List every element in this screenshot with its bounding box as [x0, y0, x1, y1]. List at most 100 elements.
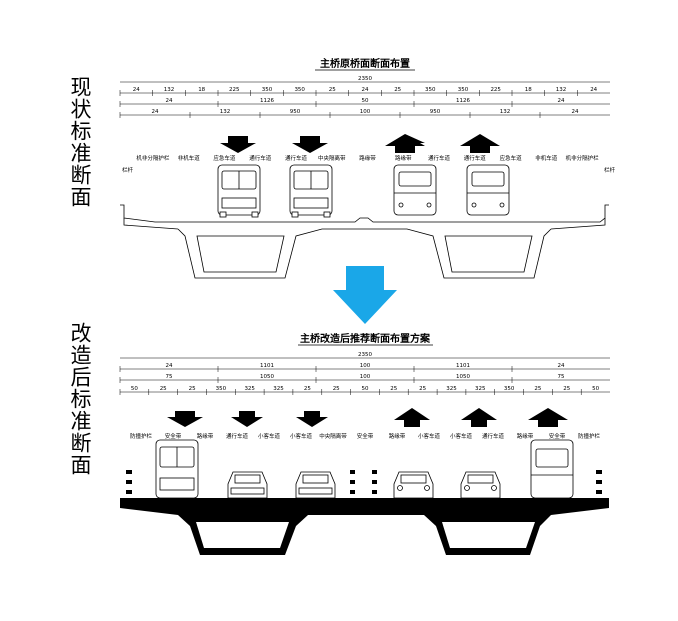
dimension-value: 24 — [572, 109, 579, 115]
bottom-direction-arrows — [167, 408, 568, 427]
lane-label: 通行车道 — [428, 154, 451, 162]
lane-label: 防撞护栏 — [578, 432, 601, 440]
top-bridge-deck — [120, 204, 609, 279]
dimension-value: 25 — [419, 386, 426, 392]
dimension-value: 1101 — [260, 363, 274, 369]
dimension-value: 18 — [198, 87, 205, 93]
dimension-value: 25 — [329, 87, 336, 93]
bus-icon — [217, 164, 261, 218]
dimension-value: 100 — [360, 374, 371, 380]
lane-label: 中央隔离带 — [319, 432, 347, 440]
lane-label: 机非分隔护栏 — [136, 154, 170, 162]
dimension-value: 325 — [273, 386, 284, 392]
dimension-value: 1050 — [456, 374, 470, 380]
dimension-value: 350 — [262, 87, 273, 93]
car-icon — [295, 471, 336, 499]
dimension-value: 25 — [160, 386, 167, 392]
arrow-down-1 — [220, 136, 256, 153]
lane-label: 小客车道 — [290, 432, 313, 440]
bottom-dim-total: 2350 — [358, 352, 372, 358]
dimension-value: 24 — [166, 363, 173, 369]
bottom-bridge-deck — [120, 498, 609, 555]
lane-label: 路缘带 — [359, 154, 376, 162]
dimension-value: 24 — [133, 87, 140, 93]
bottom-title: 主桥改造后推荐断面布置方案 — [300, 332, 431, 345]
lane-label: 安全带 — [165, 432, 182, 440]
dimension-value: 225 — [490, 87, 501, 93]
dimension-value: 950 — [430, 109, 441, 115]
dimension-value: 325 — [244, 386, 255, 392]
car-rear-icon — [393, 471, 434, 499]
side-label-modified: 改造后标准断面 — [68, 322, 92, 476]
bus-rear-icon — [530, 439, 574, 499]
transition-arrow — [333, 266, 397, 324]
dimension-value: 1126 — [456, 98, 470, 104]
dimension-value: 25 — [189, 386, 196, 392]
lane-label: 路缘带 — [197, 432, 214, 440]
dimension-value: 350 — [425, 87, 436, 93]
dimension-value: 1050 — [260, 374, 274, 380]
dimension-value: 24 — [166, 98, 173, 104]
dimension-value: 25 — [563, 386, 570, 392]
bottom-lane-labels: 防撞护栏安全带路缘带通行车道小客车道小客车道中央隔离带安全带路缘带小客车道小客车… — [130, 432, 601, 440]
lane-label: 小客车道 — [258, 432, 281, 440]
dimension-value: 24 — [558, 98, 565, 104]
bottom-section: 主桥改造后推荐断面布置方案 2350 24 1101 100 1101 24 75 105… — [119, 332, 610, 555]
railing-label: 栏杆 — [604, 166, 616, 174]
dimension-value: 132 — [556, 87, 567, 93]
lane-label: 路缘带 — [395, 154, 412, 162]
car-icon — [227, 471, 268, 499]
lane-label: 路缘带 — [389, 432, 406, 440]
lane-label: 中央隔离带 — [318, 154, 346, 162]
dimension-value: 50 — [362, 386, 369, 392]
lane-label: 通行车道 — [482, 432, 505, 440]
dimension-value: 100 — [360, 363, 371, 369]
bus-rear-icon — [393, 164, 437, 216]
dimension-value: 132 — [220, 109, 231, 115]
top-vehicles — [217, 164, 510, 218]
lane-label: 防撞护栏 — [130, 432, 153, 440]
dimension-value: 25 — [333, 386, 340, 392]
arrow-up-2 — [461, 408, 497, 427]
top-direction-arrows — [220, 134, 500, 153]
lane-label: 小客车道 — [418, 432, 441, 440]
dimension-value: 1126 — [260, 98, 274, 104]
dimension-value: 25 — [304, 386, 311, 392]
lane-label: 应急车道 — [213, 154, 236, 162]
top-title: 主桥原桥面断面布置 — [320, 57, 410, 70]
arrow-down-3 — [296, 411, 328, 427]
arrow-down-1 — [167, 411, 203, 427]
side-label-current: 现状标准断面 — [68, 76, 92, 208]
bottom-dims-row1: 24 1101 100 1101 24 — [119, 363, 565, 372]
dimension-value: 25 — [534, 386, 541, 392]
dimension-value: 24 — [590, 87, 597, 93]
dimension-value: 75 — [558, 374, 565, 380]
lane-label: 通行车道 — [464, 154, 487, 162]
lane-label: 机非分隔护栏 — [566, 154, 600, 162]
bus-rear-icon — [466, 164, 510, 216]
dimension-value: 950 — [290, 109, 301, 115]
dimension-value: 350 — [216, 386, 227, 392]
dimension-value: 350 — [504, 386, 515, 392]
dimension-value: 24 — [558, 363, 565, 369]
arrow-down-2 — [292, 136, 328, 153]
dimension-value: 24 — [152, 109, 159, 115]
dimension-value: 1101 — [456, 363, 470, 369]
lane-label: 非机车道 — [178, 154, 201, 162]
dimension-value: 225 — [229, 87, 240, 93]
lane-label: 安全带 — [357, 432, 374, 440]
bottom-barriers — [126, 470, 602, 494]
dimension-value: 325 — [475, 386, 486, 392]
arrow-up-2 — [460, 134, 500, 153]
railing-label: 栏杆 — [122, 166, 134, 174]
dimension-value: 24 — [362, 87, 369, 93]
dimension-value: 50 — [131, 386, 138, 392]
arrow-up-1 — [394, 408, 430, 427]
top-dim-total: 2350 — [358, 76, 372, 82]
dimension-value: 325 — [446, 386, 457, 392]
